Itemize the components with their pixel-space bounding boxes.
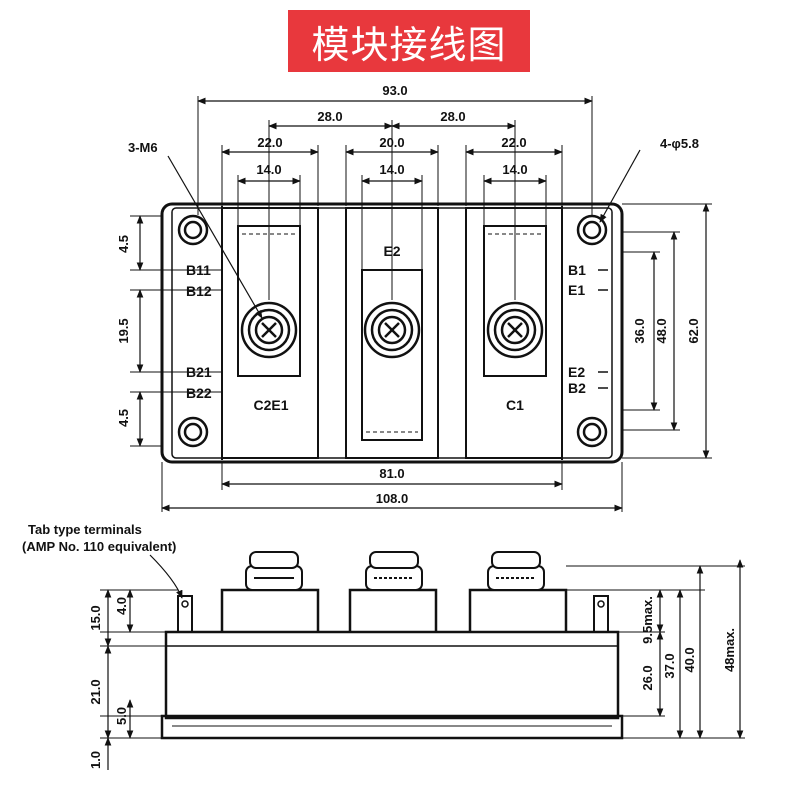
dim-slot1-width: 14.0 (256, 162, 281, 177)
dim-term2-width: 20.0 (379, 135, 404, 150)
dim-side-21: 21.0 (88, 679, 103, 704)
dim-left-bottom: 4.5 (116, 409, 131, 427)
label-b2: B2 (568, 380, 586, 396)
dimension-lines-horizontal (161, 97, 623, 512)
terminal-bay-1 (221, 207, 319, 459)
dim-slot2-width: 14.0 (379, 162, 404, 177)
tab-note-line2: (AMP No. 110 equivalent) (22, 539, 176, 554)
side-body (164, 630, 620, 720)
screw-terminal-e2 (363, 301, 421, 359)
screw-callout-label: 3-M6 (128, 140, 158, 155)
tab-terminal-right (593, 595, 609, 633)
dim-side-40: 40.0 (682, 647, 697, 672)
dim-side-26: 26.0 (640, 665, 655, 690)
mounting-hole (576, 214, 608, 246)
side-base-plate (160, 714, 624, 740)
dim-slot3-width: 14.0 (502, 162, 527, 177)
label-c1: C1 (506, 397, 524, 413)
tab-note-leader (149, 554, 183, 599)
hole-callout-leader (599, 149, 641, 223)
mounting-hole (576, 416, 608, 448)
dim-pitch-right: 28.0 (440, 109, 465, 124)
dim-term1-width: 22.0 (257, 135, 282, 150)
mounting-hole (177, 214, 209, 246)
screw-terminal-c1 (486, 301, 544, 359)
tab-terminal-left (177, 595, 193, 633)
dim-side-5: 5.0 (114, 707, 129, 725)
dim-side-37: 37.0 (662, 653, 677, 678)
label-b11: B11 (186, 262, 211, 278)
label-c2e1: C2E1 (253, 397, 288, 413)
label-b22: B22 (186, 385, 212, 401)
label-e2-right: E2 (568, 364, 585, 380)
dim-mount-pitch: 81.0 (379, 466, 404, 481)
dim-side-48max: 48max. (722, 628, 737, 672)
title-banner: 模块接线图 (288, 10, 530, 72)
side-terminal-towers (220, 588, 568, 632)
diagram-title: 模块接线图 (311, 22, 507, 67)
side-screw-head (245, 551, 303, 591)
label-e1: E1 (568, 282, 585, 298)
hole-callout-label: 4-φ5.8 (660, 136, 699, 151)
side-screw-head (365, 551, 423, 591)
dim-overall-length: 108.0 (376, 491, 409, 506)
side-dimension-lines (104, 559, 744, 770)
dim-right-inner: 36.0 (632, 318, 647, 343)
label-b21: B21 (186, 364, 212, 380)
side-extension-lines (100, 565, 745, 739)
dim-overall-holes: 93.0 (382, 83, 407, 98)
dim-left-top: 4.5 (116, 235, 131, 253)
dim-side-1: 1.0 (88, 751, 103, 769)
screw-callout-leader (167, 155, 263, 319)
label-b1: B1 (568, 262, 586, 278)
dim-side-15: 15.0 (88, 605, 103, 630)
tab-note-line1: Tab type terminals (28, 522, 142, 537)
dim-term3-width: 22.0 (501, 135, 526, 150)
dim-right-mid: 48.0 (654, 318, 669, 343)
dim-pitch-left: 28.0 (317, 109, 342, 124)
label-e2-top: E2 (383, 243, 400, 259)
dim-side-9-5max: 9.5max. (640, 596, 655, 644)
screw-terminal-c2e1 (240, 301, 298, 359)
side-screw-head (487, 551, 545, 591)
label-b12: B12 (186, 283, 212, 299)
terminal-bay-3 (465, 207, 563, 459)
dim-left-mid: 19.5 (116, 318, 131, 343)
top-view (130, 96, 712, 512)
dim-right-outer: 62.0 (686, 318, 701, 343)
mounting-hole (177, 416, 209, 448)
side-view (100, 551, 745, 770)
dimension-lines-vertical (136, 203, 710, 459)
dim-side-4: 4.0 (114, 597, 129, 615)
